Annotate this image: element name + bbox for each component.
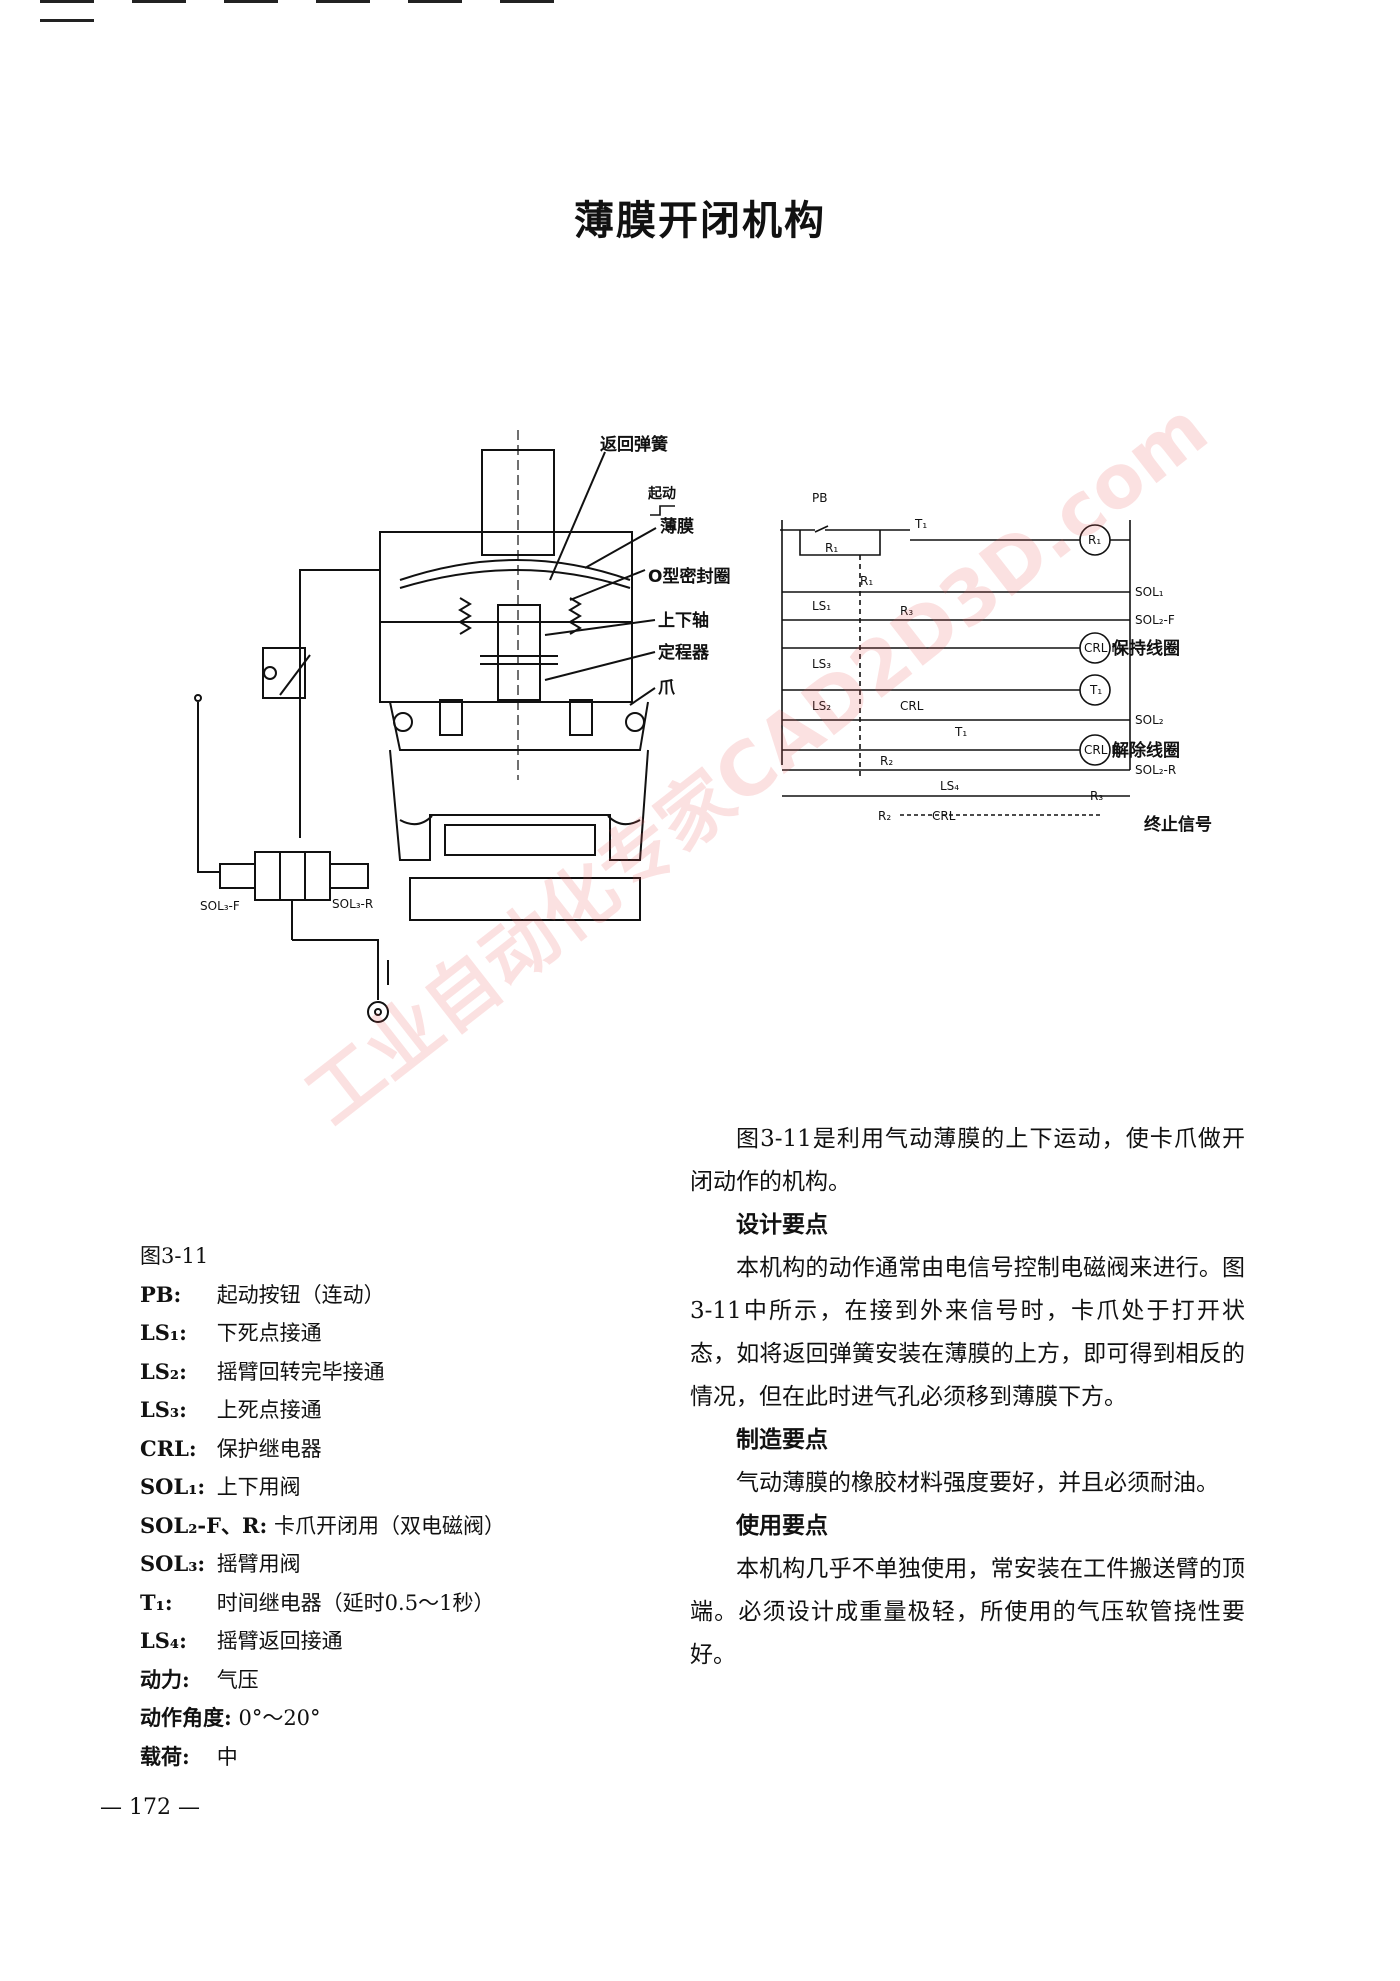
legend-key: SOL₁: [140, 1474, 206, 1499]
mechanism-drawing [194, 430, 657, 1023]
legend-value: 保护继电器 [216, 1436, 322, 1461]
top-edge-marks [40, 0, 660, 22]
legend-key: 载荷: [140, 1743, 190, 1769]
label-r2-b: R₂ [878, 809, 891, 823]
design-paragraph: 本机构的动作通常由电信号控制电磁阀来进行。图3-11中所示，在接到外来信号时，卡… [690, 1255, 1245, 1410]
label-ls3: LS₃ [812, 657, 831, 671]
use-paragraph: 本机构几乎不单独使用，常安装在工件搬送臂的顶端。必须设计成重量极轻，所使用的气压… [690, 1556, 1245, 1668]
label-sol3-f: SOL₃-F [200, 899, 240, 913]
label-o-ring: O型密封圈 [648, 566, 730, 587]
legend-row: SOL₁: 上下用阀 [140, 1468, 505, 1507]
legend-value: 摇臂回转完毕接通 [216, 1359, 385, 1384]
intro-paragraph: 图3-11是利用气动薄膜的上下运动，使卡爪做开闭动作的机构。 [690, 1126, 1245, 1195]
label-sol2: SOL₂ [1135, 713, 1164, 727]
legend-key: 动力: [140, 1666, 190, 1692]
label-ls2: LS₂ [812, 699, 831, 713]
legend-row: SOL₃: 摇臂用阀 [140, 1545, 505, 1584]
label-release-coil: 解除线圈 [1112, 740, 1180, 761]
label-r1-contact: R₁ [825, 541, 838, 555]
legend-value: 摇臂返回接通 [216, 1629, 343, 1653]
label-r1-coil: R₁ [1088, 533, 1101, 547]
label-sol3-r: SOL₃-R [332, 897, 373, 911]
legend-row: T₁: 时间继电器（延时0.5～1秒） [140, 1584, 505, 1623]
label-r2: R₂ [880, 754, 893, 768]
legend-row: PB: 起动按钮（连动） [140, 1276, 505, 1315]
label-sol2-r: SOL₂-R [1135, 763, 1176, 777]
legend-row: CRL: 保护继电器 [140, 1430, 505, 1469]
legend-key: SOL₂-F、R: [140, 1512, 268, 1538]
label-ls4: LS₄ [940, 779, 959, 793]
label-crl-b: CRL [932, 809, 956, 823]
legend-key: SOL₃: [140, 1551, 206, 1576]
legend-value: 卡爪开闭用（双电磁阀） [273, 1513, 505, 1538]
legend-row: LS₄: 摇臂返回接通 [140, 1622, 505, 1661]
legend-value: 0°～20° [238, 1706, 321, 1730]
page-number: — 172 — [100, 1795, 200, 1820]
legend-value: 起动按钮（连动） [216, 1282, 385, 1307]
label-crl-m: CRL M [1084, 641, 1122, 655]
legend-key: PB: [140, 1281, 182, 1307]
circuit-labels: 起动 PB T₁ R₁ R₁ R₁ SOL₁ LS₁ R₃ SOL₂-F CRL… [647, 485, 1212, 835]
label-guide: 定程器 [658, 642, 710, 663]
legend-key: T₁: [140, 1589, 173, 1615]
legend-value: 气压 [216, 1667, 259, 1692]
label-stop-signal: 终止信号 [1144, 814, 1212, 835]
ladder-circuit [650, 505, 1131, 816]
legend-key: LS₂: [140, 1358, 187, 1384]
legend-key: LS₃: [140, 1397, 187, 1422]
label-t1-top: T₁ [914, 517, 927, 531]
legend-value: 时间继电器（延时0.5～1秒） [216, 1590, 495, 1615]
legend-key: CRL: [140, 1435, 197, 1461]
legend-key: LS₁: [140, 1320, 187, 1345]
label-claw: 爪 [658, 678, 676, 698]
label-up-down-shaft: 上下轴 [658, 610, 709, 631]
figure-legend: 图3-11 PB: 起动按钮（连动） LS₁: 下死点接通 LS₂: 摇臂回转完… [140, 1238, 505, 1776]
legend-row: 载荷: 中 [140, 1738, 505, 1777]
label-sol2-f: SOL₂-F [1135, 613, 1175, 627]
legend-row: 动力: 气压 [140, 1661, 505, 1700]
label-ls1: LS₁ [812, 599, 831, 613]
label-r3: R₃ [900, 604, 913, 618]
manufacture-paragraph: 气动薄膜的橡胶材料强度要好，并且必须耐油。 [736, 1470, 1219, 1496]
label-r3-coil: R₃ [1090, 789, 1103, 803]
legend-row: LS₃: 上死点接通 [140, 1391, 505, 1430]
label-hold-coil: 保持线圈 [1111, 638, 1180, 659]
label-pb: PB [812, 491, 827, 505]
legend-value: 中 [216, 1744, 238, 1769]
legend-value: 摇臂用阀 [216, 1552, 301, 1576]
legend-row: SOL₂-F、R: 卡爪开闭用（双电磁阀） [140, 1507, 505, 1546]
legend-key: LS₄: [140, 1628, 187, 1653]
legend-value: 下死点接通 [216, 1321, 322, 1345]
label-crl-r: CRL R [1084, 743, 1120, 757]
label-crl: CRL [900, 699, 924, 713]
page-title: 薄膜开闭机构 [574, 198, 826, 244]
label-sol1: SOL₁ [1135, 585, 1164, 599]
mechanism-labels: 返回弹簧 薄膜 O型密封圈 上下轴 定程器 爪 SOL₃-F SOL₃-R [200, 434, 730, 913]
use-heading: 使用要点 [736, 1513, 828, 1539]
body-text: 图3-11是利用气动薄膜的上下运动，使卡爪做开闭动作的机构。 设计要点 本机构的… [690, 1118, 1245, 1677]
legend-row: 动作角度: 0°～20° [140, 1699, 505, 1738]
legend-value: 上死点接通 [216, 1398, 322, 1422]
design-heading: 设计要点 [736, 1212, 828, 1238]
label-r1-b: R₁ [860, 574, 873, 588]
legend-value: 上下用阀 [216, 1475, 301, 1499]
label-t1-b: T₁ [954, 725, 967, 739]
legend-row: LS₁: 下死点接通 [140, 1314, 505, 1353]
label-t1-coil: T₁ [1089, 683, 1102, 697]
manufacture-heading: 制造要点 [736, 1427, 828, 1453]
legend-key: 动作角度: [140, 1705, 232, 1730]
label-diaphragm: 薄膜 [660, 516, 694, 537]
label-start: 起动 [647, 485, 676, 502]
legend-title: 图3-11 [140, 1244, 209, 1268]
label-return-spring: 返回弹簧 [600, 434, 668, 455]
legend-row: LS₂: 摇臂回转完毕接通 [140, 1353, 505, 1392]
mechanism-figure: 返回弹簧 薄膜 O型密封圈 上下轴 定程器 爪 SOL₃-F SOL₃-R [194, 430, 1212, 1023]
